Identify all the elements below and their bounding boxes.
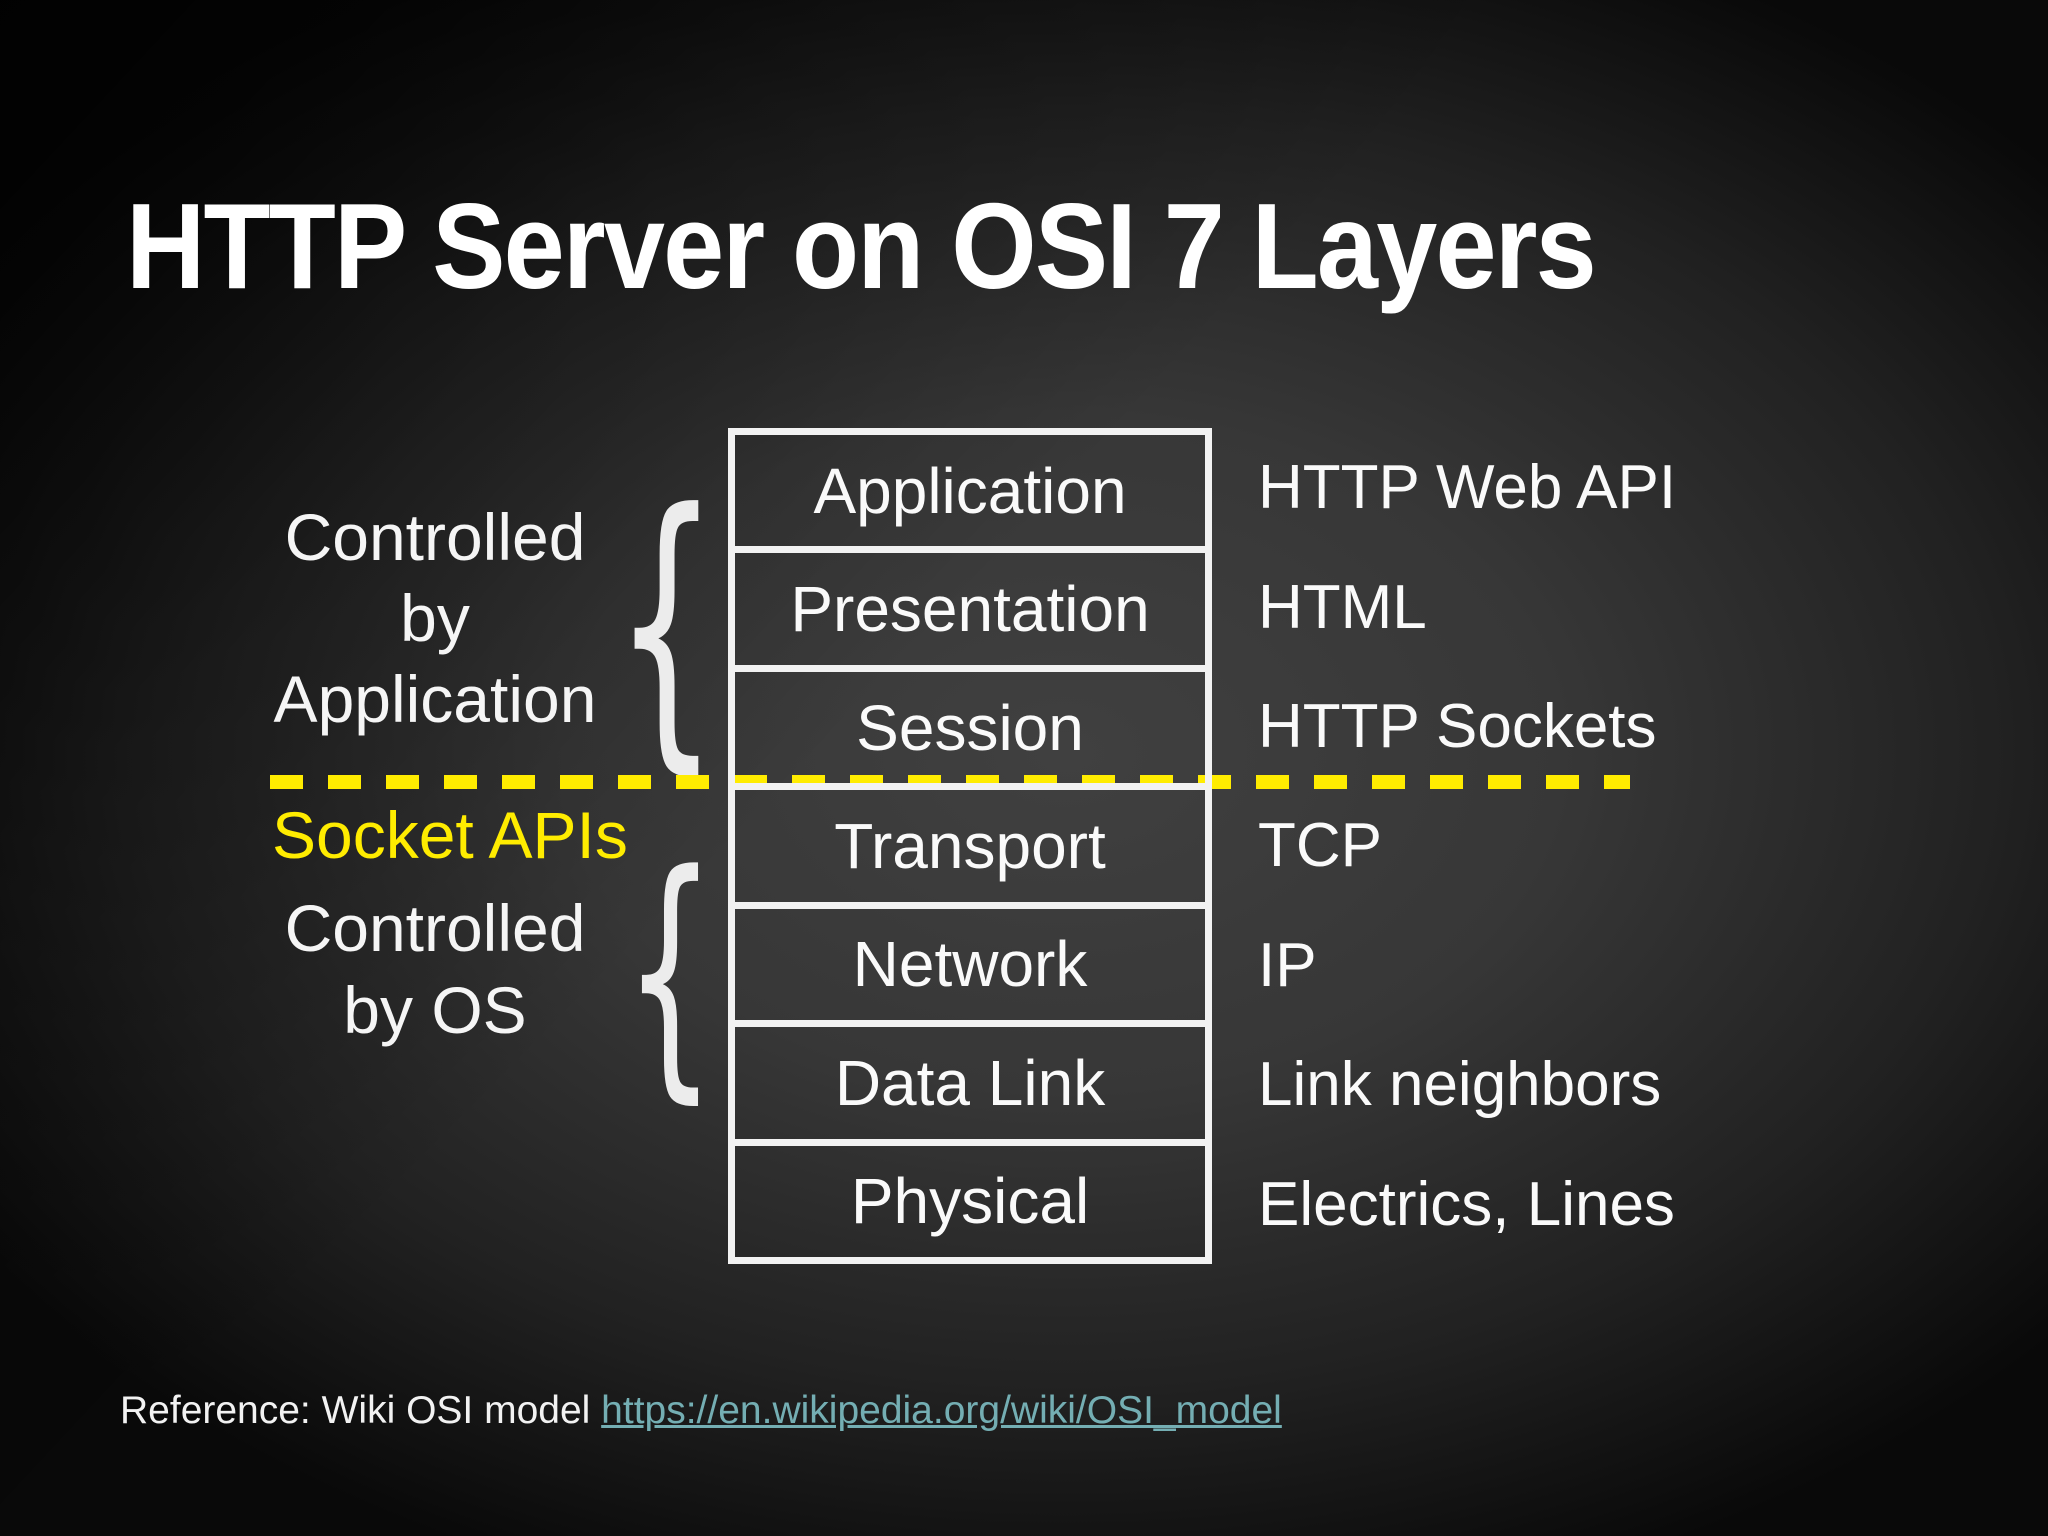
implementation-label: HTML (1258, 547, 1998, 666)
layer-name: Data Link (834, 1046, 1106, 1119)
label-line: by OS (343, 973, 527, 1047)
implementation-label: IP (1258, 906, 1998, 1025)
controlled-by-application-label: Controlled by Application (175, 497, 695, 740)
implementation-label: Link neighbors (1258, 1025, 1998, 1144)
implementation-text: HTTP Sockets (1258, 692, 1657, 762)
label-line: Controlled (284, 891, 586, 965)
osi-layer-row-session: Session (735, 664, 1205, 783)
implementation-label: Electrics, Lines (1258, 1145, 1998, 1264)
slide-title: HTTP Server on OSI 7 Layers (126, 178, 1597, 314)
layer-name: Session (856, 691, 1084, 764)
curly-brace-os-group: { (610, 819, 730, 1126)
implementation-label: TCP (1258, 786, 1998, 905)
layer-name: Network (852, 928, 1088, 1001)
reference-text: Reference: Wiki OSI model (120, 1389, 602, 1432)
brace-glyph: { (623, 819, 717, 1126)
osi-layer-row-network: Network (735, 901, 1205, 1020)
osi-stack-box: Application Presentation Session Transpo… (728, 428, 1212, 1264)
implementation-text: Electrics, Lines (1258, 1169, 1675, 1239)
implementation-text: HTTP Web API (1258, 453, 1677, 523)
label-line: by (400, 581, 470, 655)
layer-name: Application (813, 454, 1127, 527)
implementation-label: HTTP Sockets (1258, 667, 1998, 786)
implementation-text: TCP (1258, 811, 1382, 881)
socket-apis-label: Socket APIs (272, 798, 628, 872)
label-line: Application (273, 662, 597, 736)
implementation-label: HTTP Web API (1258, 428, 1998, 547)
osi-layer-row-application: Application (735, 435, 1205, 546)
socket-api-divider-line (270, 775, 1630, 789)
implementation-text: Link neighbors (1258, 1050, 1662, 1120)
osi-layer-row-physical: Physical (735, 1138, 1205, 1257)
implementation-text: IP (1258, 930, 1317, 1000)
reference-footer: Reference: Wiki OSI model https://en.wik… (120, 1389, 1282, 1433)
implementation-text: HTML (1258, 572, 1427, 642)
implementation-column: HTTP Web API HTML HTTP Sockets TCP IP Li… (1258, 428, 1998, 1264)
controlled-by-os-label: Controlled by OS (175, 887, 695, 1051)
label-line: Controlled (284, 500, 586, 574)
curly-brace-application-group: { (606, 450, 726, 799)
reference-link[interactable]: https://en.wikipedia.org/wiki/OSI_model (601, 1389, 1282, 1432)
osi-layer-row-presentation: Presentation (735, 546, 1205, 664)
layer-name: Presentation (790, 573, 1150, 646)
osi-layer-row-transport: Transport (735, 783, 1205, 901)
brace-glyph: { (613, 450, 719, 799)
osi-layer-row-data-link: Data Link (735, 1020, 1205, 1138)
layer-name: Physical (850, 1165, 1090, 1238)
layer-name: Transport (834, 809, 1106, 882)
